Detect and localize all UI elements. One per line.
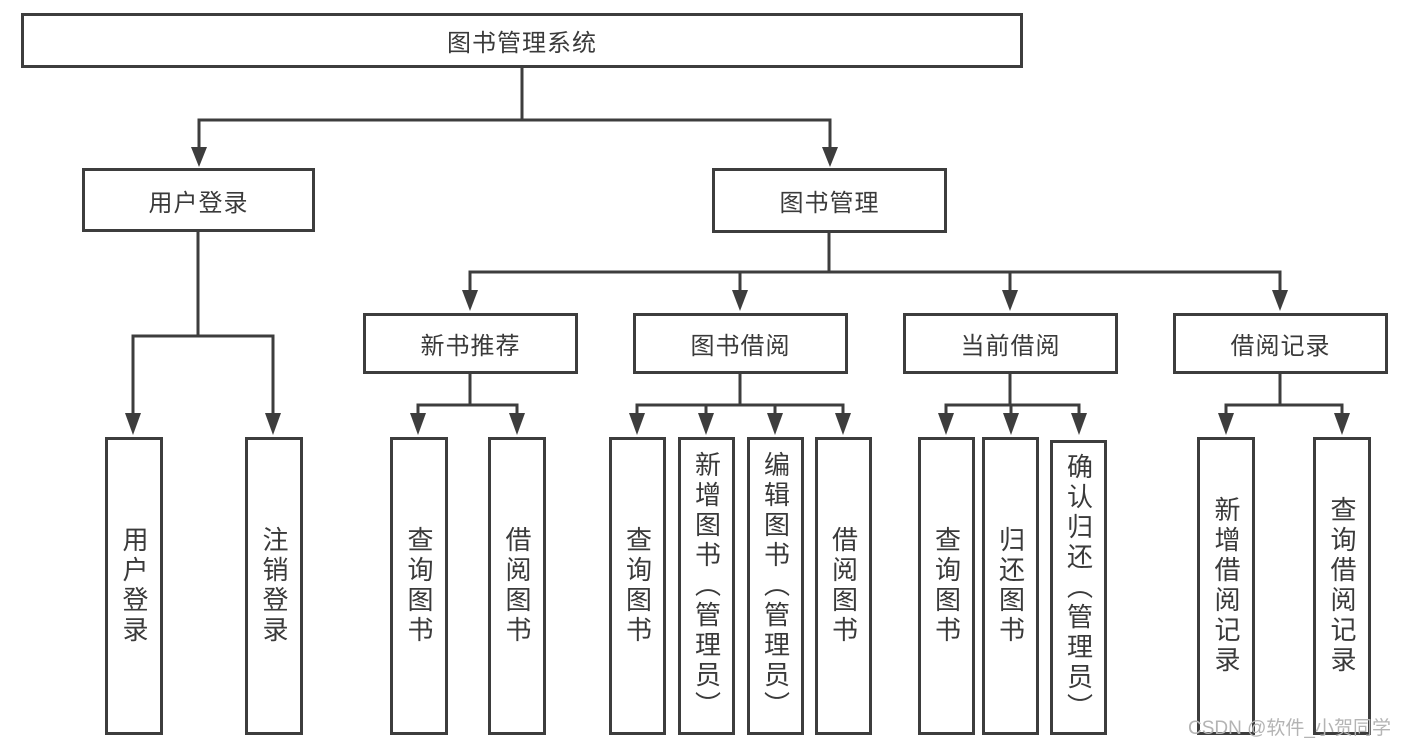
node-leaf-query-books-recommend: 查询图书 xyxy=(390,437,448,735)
node-leaf-return-books: 归还图书 xyxy=(982,437,1039,735)
node-leaf-query-books-current: 查询图书 xyxy=(918,437,975,735)
csdn-watermark: CSDN @软件_小贺同学 xyxy=(1188,718,1391,739)
node-leaf-query-borrow-record: 查询借阅记录 xyxy=(1313,437,1371,735)
node-leaf-borrow-books: 借阅图书 xyxy=(815,437,872,735)
node-leaf-confirm-return-admin: 确认归还（管理员） xyxy=(1050,440,1107,735)
node-leaf-borrow-books-recommend: 借阅图书 xyxy=(488,437,546,735)
node-borrowing-records: 借阅记录 xyxy=(1173,313,1388,374)
node-user-login: 用户登录 xyxy=(82,168,315,232)
node-book-management: 图书管理 xyxy=(712,168,947,233)
node-current-borrowing: 当前借阅 xyxy=(903,313,1118,374)
node-leaf-add-book-admin: 新增图书（管理员） xyxy=(678,437,735,735)
node-new-book-recommendation: 新书推荐 xyxy=(363,313,578,374)
node-leaf-query-books-borrow: 查询图书 xyxy=(609,437,666,735)
node-leaf-add-borrow-record: 新增借阅记录 xyxy=(1197,437,1255,735)
node-library-management-system: 图书管理系统 xyxy=(21,13,1023,68)
node-book-borrowing: 图书借阅 xyxy=(633,313,848,374)
node-leaf-logout: 注销登录 xyxy=(245,437,303,735)
node-leaf-user-login: 用户登录 xyxy=(105,437,163,735)
node-leaf-edit-book-admin: 编辑图书（管理员） xyxy=(747,437,804,735)
